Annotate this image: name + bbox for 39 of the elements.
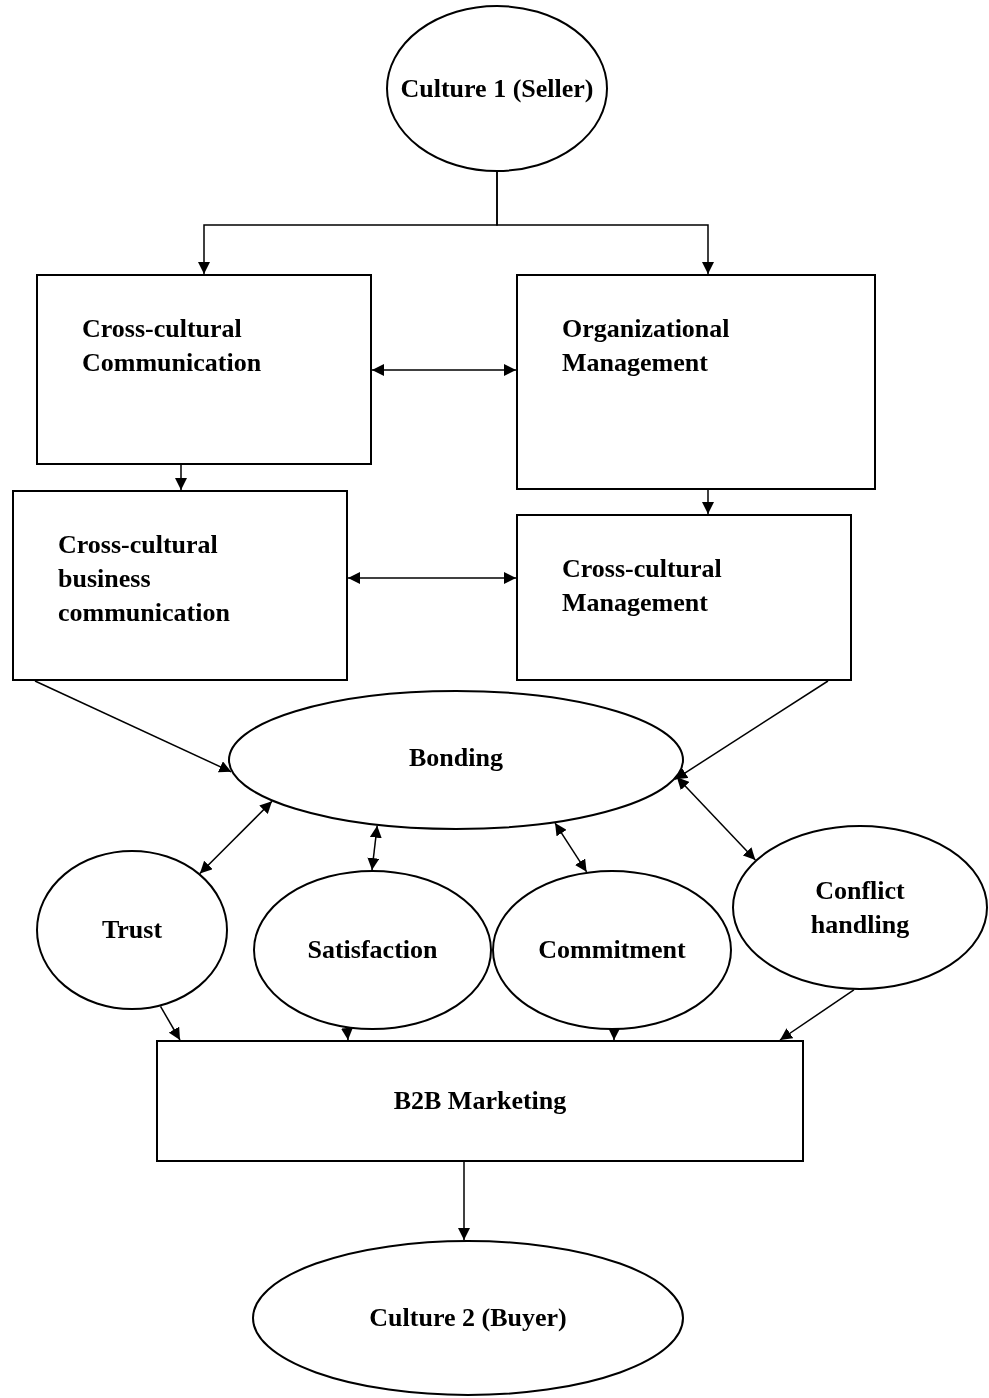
- arrow: [34, 680, 233, 773]
- node-label: Culture 2 (Buyer): [368, 1302, 568, 1334]
- process-box: [12, 490, 348, 681]
- node-label: Cross-cultural Communication: [82, 313, 263, 379]
- arrow: [175, 464, 187, 491]
- arrow: [702, 489, 714, 515]
- arrow: [341, 1027, 353, 1041]
- arrow: [458, 1161, 470, 1241]
- arrow: [554, 822, 588, 873]
- ellipse-node: [386, 5, 608, 172]
- ellipse-node: [492, 870, 732, 1030]
- arrow: [367, 824, 382, 871]
- arrow: [347, 572, 517, 584]
- ellipse-node: [253, 870, 492, 1030]
- ellipse-node: [252, 1240, 684, 1396]
- ellipse-node: [36, 850, 228, 1010]
- node-label: Conflict handling: [809, 874, 911, 941]
- node-label: Cross-cultural business communication: [58, 529, 231, 629]
- node-label: Organizational Management: [562, 313, 731, 379]
- node-label: Culture 1 (Seller): [399, 72, 595, 105]
- process-box: [516, 514, 852, 681]
- arrow: [676, 776, 757, 861]
- node-label: Cross-cultural Management: [562, 553, 723, 619]
- node-label: Satisfaction: [306, 934, 439, 966]
- arrow: [496, 171, 714, 275]
- arrow: [199, 800, 273, 875]
- node-label: Trust: [100, 914, 164, 946]
- arrow: [608, 1027, 621, 1041]
- ellipse-node: [228, 690, 684, 830]
- node-label: Commitment: [537, 934, 687, 966]
- ellipse-node: [732, 825, 988, 990]
- arrow: [159, 1005, 181, 1041]
- arrow: [779, 989, 855, 1041]
- process-box: [36, 274, 372, 465]
- arrow: [371, 364, 517, 376]
- process-box: [516, 274, 876, 490]
- node-label: Bonding: [408, 742, 504, 774]
- node-label: B2B Marketing: [392, 1085, 568, 1117]
- process-box: [156, 1040, 804, 1162]
